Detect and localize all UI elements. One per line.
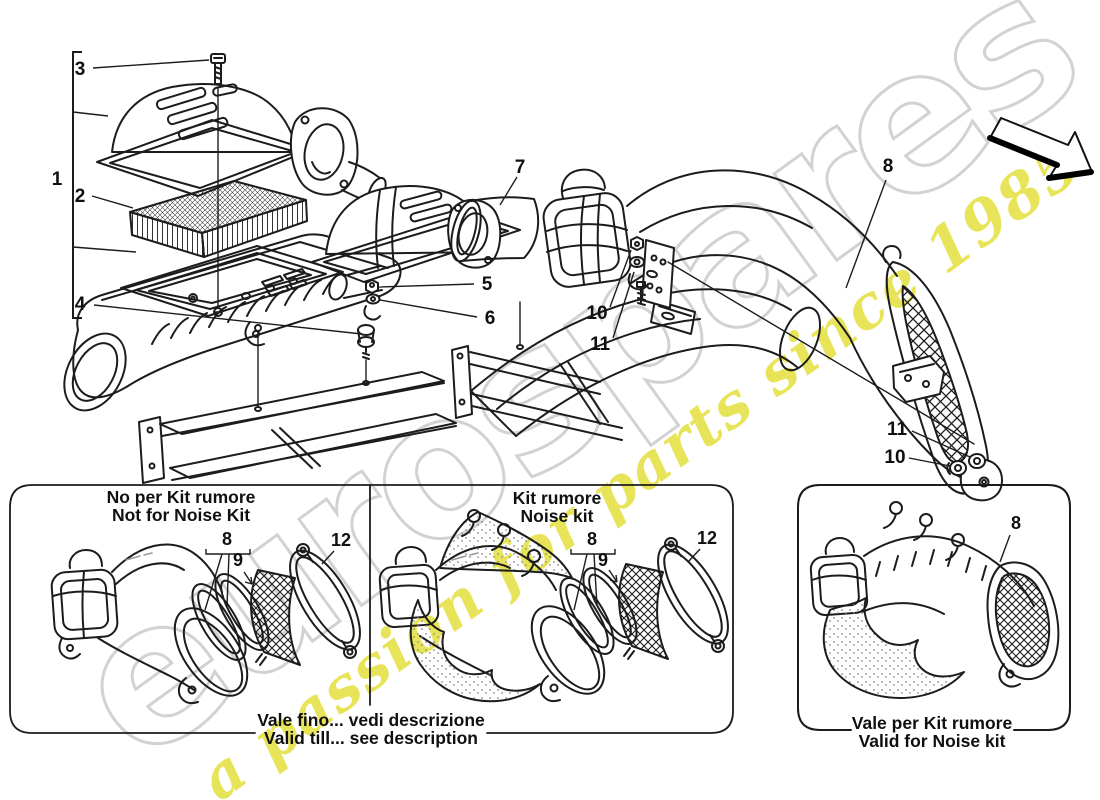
callout-7-label: 7 — [515, 157, 526, 178]
duct-noise-kit — [378, 509, 606, 703]
box1-callout-9: 9 — [233, 550, 243, 570]
callout-6-label: 6 — [485, 308, 496, 329]
box3-callout-8: 8 — [1011, 513, 1021, 533]
box1-callout-leaders — [204, 549, 335, 611]
box2-callout-8: 8 — [587, 529, 597, 549]
box1-title-en: Not for Noise Kit — [112, 505, 250, 525]
box2-title-en: Noise kit — [521, 506, 594, 526]
box3-callout-leader — [999, 534, 1011, 563]
validity-note-it: Vale fino... vedi descrizione — [257, 710, 485, 730]
mounting-fasteners — [254, 279, 524, 412]
box1-callout-12: 12 — [331, 530, 351, 550]
callout-8-label: 8 — [883, 156, 894, 177]
callout-11-label: 11 — [590, 334, 611, 355]
box1-callout-8: 8 — [222, 529, 232, 549]
duct-bracket — [627, 236, 975, 445]
callout-1-label: 1 — [52, 169, 63, 190]
callout-5-label: 5 — [482, 274, 493, 295]
air-cleaner-cover — [96, 83, 387, 206]
validity-note-en: Valid till... see description — [264, 728, 478, 748]
exploded-gaskets-mesh-ring — [191, 543, 361, 666]
housing-lid-frame — [120, 245, 344, 317]
mesh-grille — [882, 245, 1003, 502]
callout-leaders — [72, 51, 971, 467]
callout-2-label: 2 — [75, 186, 86, 207]
background-duct — [470, 288, 822, 437]
cover-bolt — [210, 53, 226, 317]
duct-valid-for-noise-kit — [809, 501, 1060, 699]
box2-callout-leaders — [570, 548, 701, 611]
callout-10-label: 10 — [586, 303, 607, 324]
callout-3-label: 3 — [75, 59, 86, 80]
direction-arrow-icon — [987, 117, 1094, 181]
box2-title-it: Kit rumore — [513, 488, 602, 508]
airbox-cover-rear — [311, 185, 521, 301]
box3-footer-en: Valid for Noise kit — [859, 731, 1006, 751]
valid-for-noise-kit-box — [797, 484, 1071, 731]
callout-10b-label: 10 — [884, 447, 905, 468]
inlet-coupling — [542, 168, 632, 288]
box2-callout-12: 12 — [697, 528, 717, 548]
chassis-rails — [138, 345, 623, 484]
box3-footer-it: Vale per Kit rumore — [852, 713, 1013, 733]
box2-callout-9: 9 — [598, 550, 608, 570]
intake-hose — [450, 196, 540, 263]
noise-kit-comparison-box — [9, 484, 734, 734]
duct-washers — [946, 453, 986, 476]
box1-title-it: No per Kit rumore — [107, 487, 256, 507]
callout-4-label: 4 — [75, 294, 86, 315]
callout-11b-label: 11 — [887, 419, 908, 440]
